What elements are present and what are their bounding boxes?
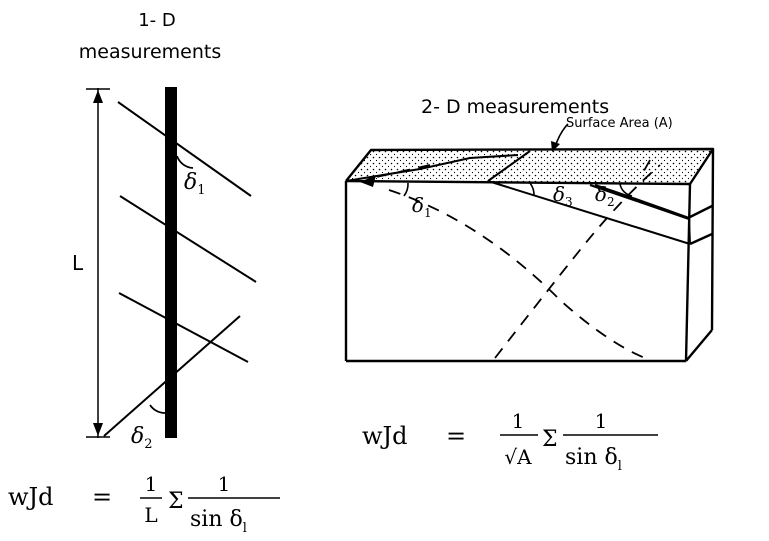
formula-2d-den2: sin δl (565, 445, 622, 474)
formula-2d-num2: 1 (595, 409, 608, 433)
formula-1d-lhs: wJd (8, 483, 54, 511)
length-label: L (72, 251, 84, 275)
angle-arc-right-delta3 (529, 182, 535, 197)
angle-arc-right-delta2 (619, 183, 633, 197)
joint-traces (103, 101, 257, 437)
angle-label-delta1: δ1 (184, 170, 206, 198)
formula-2d-num1: 1 (512, 409, 525, 433)
formula-1d: wJd = 1 L Σ 1 sin δl (8, 472, 280, 536)
formula-1d-equals: = (92, 483, 112, 511)
surface-arrow (360, 175, 376, 187)
angle-arc-delta2 (149, 404, 166, 414)
scanline-bar (165, 87, 177, 438)
formula-1d-den2: sin δl (190, 507, 247, 536)
formula-2d-lhs: wJd (362, 422, 408, 450)
surface-area-label: Surface Area (A) (566, 116, 673, 131)
angle-label-right-delta3: δ3 (553, 182, 573, 209)
formula-2d: wJd = 1 √A Σ 1 sin δl (362, 409, 658, 474)
angle-label-right-delta2: δ2 (595, 182, 615, 209)
right-title: 2- D measurements (421, 96, 609, 118)
left-title-line2: measurements (79, 41, 221, 63)
formula-1d-sigma: Σ (168, 489, 184, 514)
surface-area-stipple (346, 149, 713, 184)
formula-1d-den1: L (144, 503, 157, 527)
formula-1d-num2: 1 (218, 472, 231, 496)
surface-joint-traces (345, 150, 691, 245)
formula-2d-den1: √A (504, 445, 532, 469)
angle-arc-delta1 (176, 155, 194, 169)
angle-label-right-delta1: δ1 (412, 193, 432, 220)
subsurface-dashed-traces (371, 159, 661, 361)
formula-2d-equals: = (446, 422, 466, 450)
left-title-line1: 1- D (138, 10, 176, 31)
rock-block (344, 147, 715, 363)
formula-2d-sigma: Σ (542, 427, 558, 452)
angle-arc-right-delta1 (403, 182, 409, 197)
formula-1d-num1: 1 (145, 472, 158, 496)
angle-label-delta2: δ2 (131, 424, 153, 452)
length-dimension (86, 88, 110, 438)
